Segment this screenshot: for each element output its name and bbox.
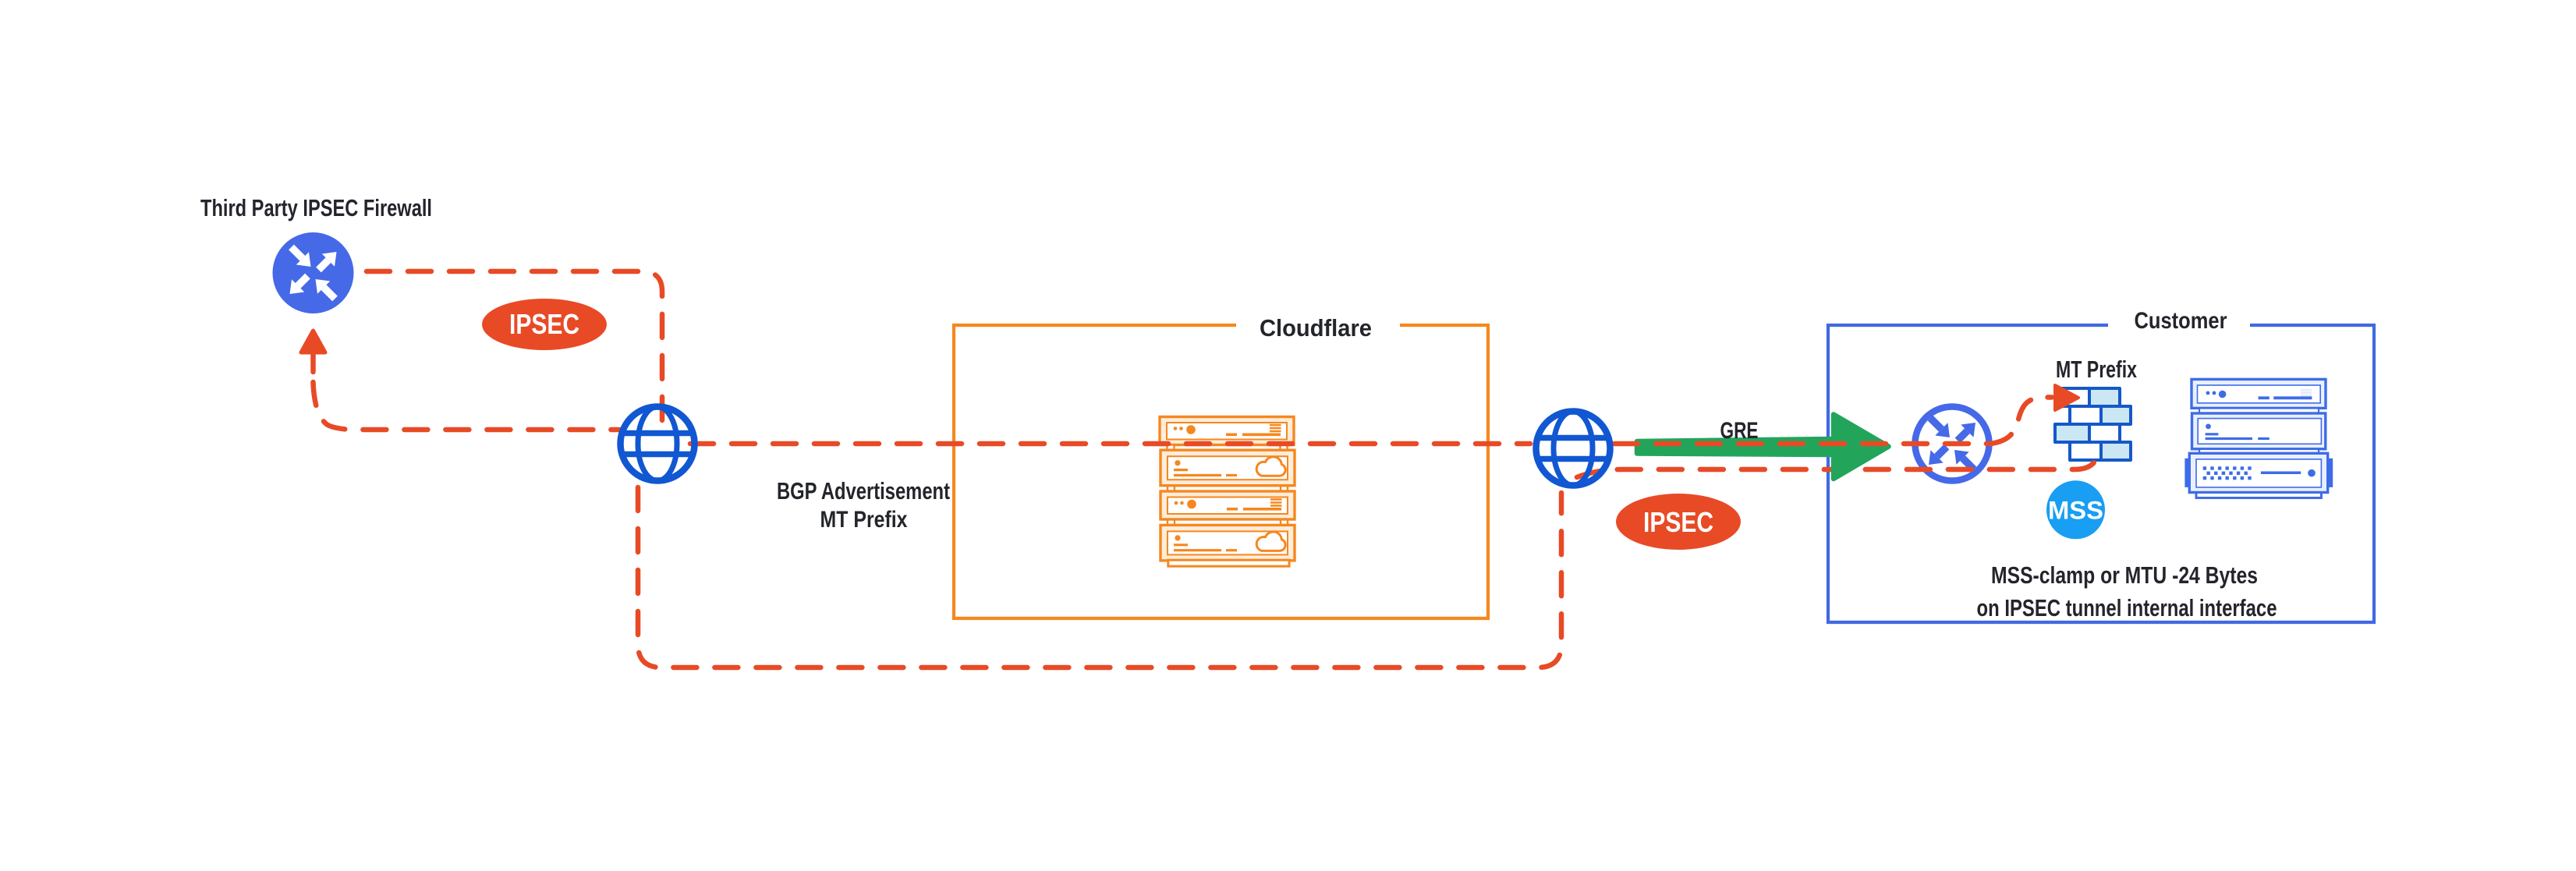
svg-text:Third Party IPSEC Firewall: Third Party IPSEC Firewall xyxy=(200,194,432,221)
svg-text:IPSEC: IPSEC xyxy=(509,308,579,340)
svg-text:GRE: GRE xyxy=(1720,418,1759,444)
svg-text:MT Prefix: MT Prefix xyxy=(820,507,908,533)
svg-text:MSS-clamp or MTU -24 Bytes: MSS-clamp or MTU -24 Bytes xyxy=(1991,561,2258,589)
svg-text:Customer: Customer xyxy=(2135,308,2227,334)
svg-text:Cloudflare: Cloudflare xyxy=(1260,314,1372,342)
svg-text:BGP Advertisement: BGP Advertisement xyxy=(777,477,950,505)
svg-text:MT Prefix: MT Prefix xyxy=(2056,356,2138,383)
svg-text:MSS: MSS xyxy=(2048,497,2103,525)
svg-text:IPSEC: IPSEC xyxy=(1643,506,1713,538)
svg-text:on IPSEC tunnel internal inter: on IPSEC tunnel internal interface xyxy=(1977,594,2277,621)
